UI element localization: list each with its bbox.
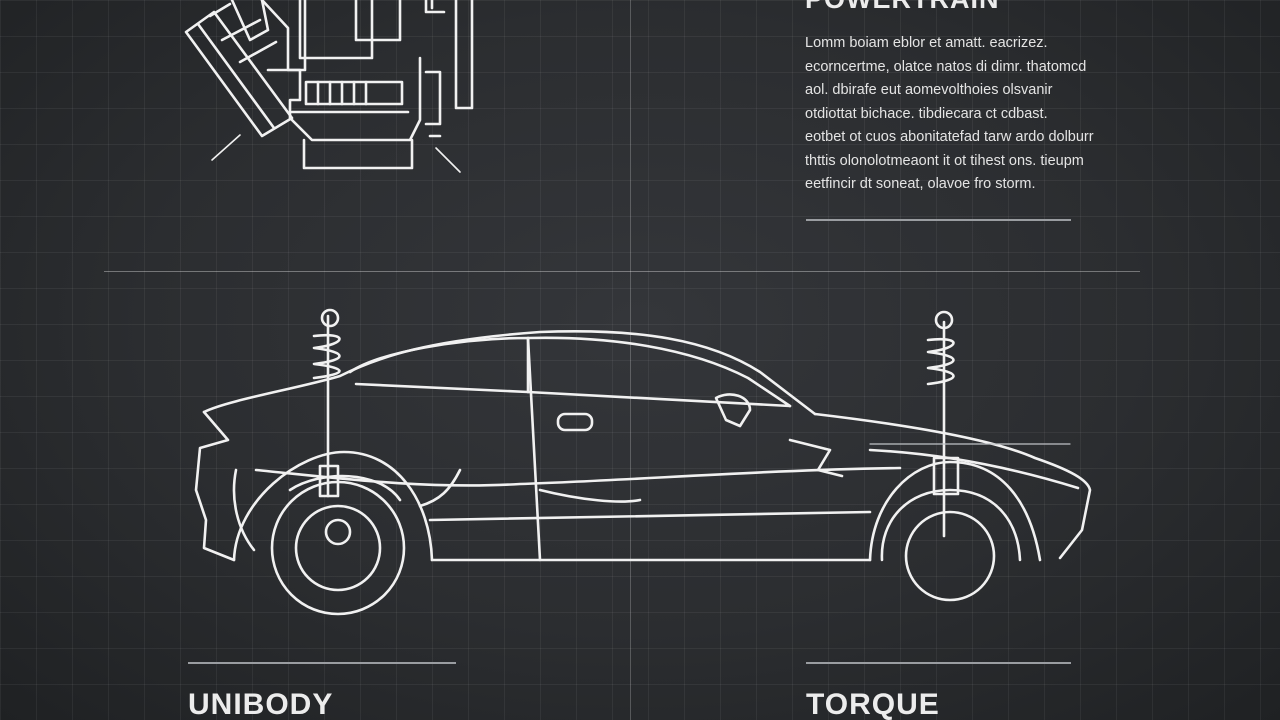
vertical-divider bbox=[630, 0, 631, 720]
description-line: aol. dbirafe eut aomevolthoies olsvanir bbox=[805, 82, 1053, 98]
description-line: ecorncertme, olatce natos di dimr. thato… bbox=[805, 58, 1087, 75]
section-rule bbox=[806, 219, 1071, 221]
description-line: thttis olonolotmeaont it ot tihest ons. … bbox=[805, 152, 1084, 169]
description-line: eotbet ot cuos abonitatefad tarw ardo do… bbox=[805, 129, 1094, 145]
powertrain-description: Lomm boiam eblor et amatt. eacrizez. eco… bbox=[805, 32, 1150, 197]
section-rule bbox=[188, 662, 456, 664]
horizontal-divider bbox=[104, 271, 1140, 272]
section-rule bbox=[806, 662, 1071, 664]
description-line: eetfincir dt soneat, olavoe fro storm. bbox=[805, 176, 1036, 192]
description-line: Lomm boiam eblor et amatt. eacrizez. bbox=[805, 35, 1048, 51]
unibody-heading: UNIBODY bbox=[188, 688, 334, 720]
description-line: otdiottat bichace. tibdiecara ct cdbast. bbox=[805, 105, 1048, 122]
powertrain-heading: POWERTRAIN bbox=[805, 0, 1000, 15]
torque-heading: TORQUE bbox=[806, 688, 940, 720]
